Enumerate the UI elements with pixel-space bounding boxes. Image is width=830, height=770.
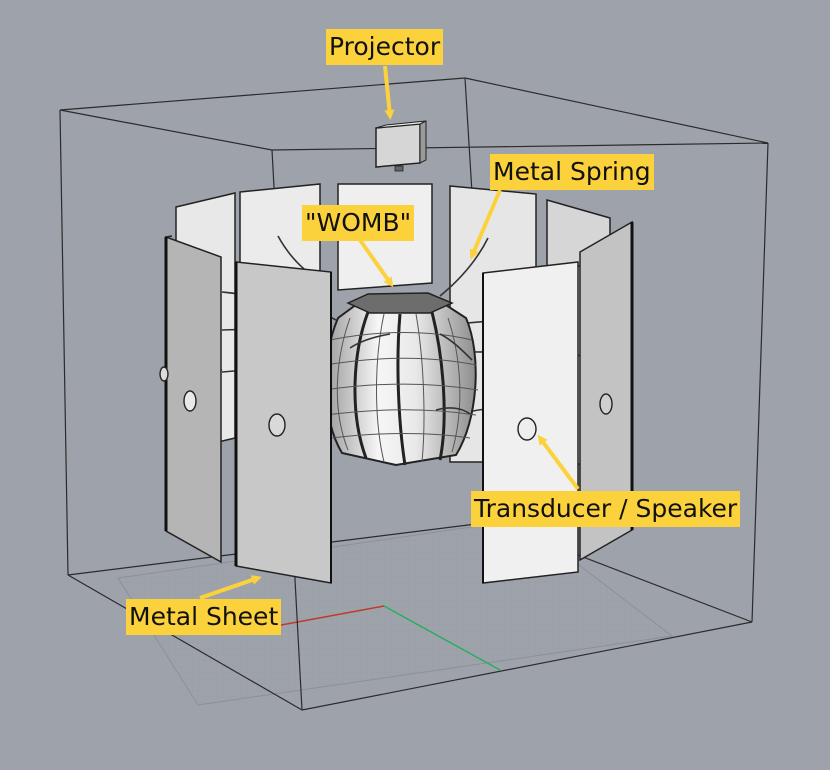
transducer-left-back [160,367,168,381]
womb-sculpture [324,293,478,465]
transducer-front-right [518,418,536,440]
label-metal-spring: Metal Spring [490,154,654,190]
transducer-right-side [600,394,612,414]
label-projector: Projector [326,29,443,65]
arrow-projector [385,66,390,116]
projector-box [376,124,420,167]
label-transducer-speaker: Transducer / Speaker [471,491,740,527]
label-metal-sheet: Metal Sheet [126,599,281,635]
label-womb: "WOMB" [302,205,414,241]
womb-top-cap [348,293,452,313]
transducer-front-left [269,414,285,436]
projector-device [376,121,426,171]
transducer-left-side [184,391,196,411]
